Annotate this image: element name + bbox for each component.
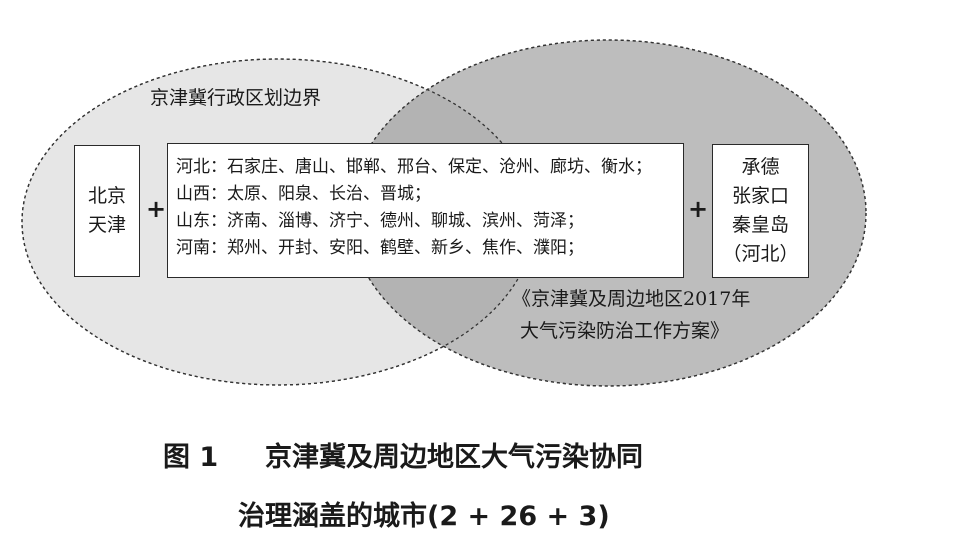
figure-title-line1: 京津冀及周边地区大气污染协同 bbox=[265, 442, 643, 473]
box-center-henan: 河南：郑州、开封、安阳、鹤壁、新乡、焦作、濮阳； bbox=[176, 238, 584, 258]
box-left-line2: 天津 bbox=[87, 214, 126, 236]
box-right-line3: 秦皇岛 bbox=[731, 214, 789, 236]
overlap-region bbox=[350, 59, 534, 385]
box-left-line1: 北京 bbox=[87, 185, 126, 207]
right-ellipse-label-line2: 大气污染防治工作方案》 bbox=[520, 320, 730, 342]
box-right-line4: （河北） bbox=[722, 243, 799, 265]
box-right-line2: 张家口 bbox=[731, 185, 789, 207]
figure-number: 图 1 bbox=[163, 442, 219, 473]
box-26-cities: 河北：石家庄、唐山、邯郸、邢台、保定、沧州、廊坊、衡水； 山西：太原、阳泉、长治… bbox=[167, 143, 684, 278]
box-center-shandong: 山东：济南、淄博、济宁、德州、聊城、滨州、菏泽； bbox=[176, 211, 584, 231]
box-center-hebei: 河北：石家庄、唐山、邯郸、邢台、保定、沧州、廊坊、衡水； bbox=[176, 157, 652, 177]
left-ellipse-label: 京津冀行政区划边界 bbox=[150, 87, 322, 109]
box-beijing-tianjin: 北京 天津 bbox=[74, 145, 140, 277]
box-3-cities: 承德 张家口 秦皇岛 （河北） bbox=[712, 144, 809, 278]
right-ellipse-label-line1: 《京津冀及周边地区2017年 bbox=[512, 288, 751, 310]
box-center-shanxi: 山西：太原、阳泉、长治、晋城； bbox=[176, 184, 431, 204]
figure-caption-line1: 图 1 京津冀及周边地区大气污染协同 bbox=[163, 444, 643, 471]
plus-sign-right: + bbox=[688, 195, 709, 223]
plus-sign-left: + bbox=[146, 195, 167, 223]
figure-caption-line2: 治理涵盖的城市(2 + 26 + 3) bbox=[238, 501, 610, 532]
box-right-line1: 承德 bbox=[741, 156, 780, 178]
right-ellipse-outline bbox=[349, 39, 867, 387]
